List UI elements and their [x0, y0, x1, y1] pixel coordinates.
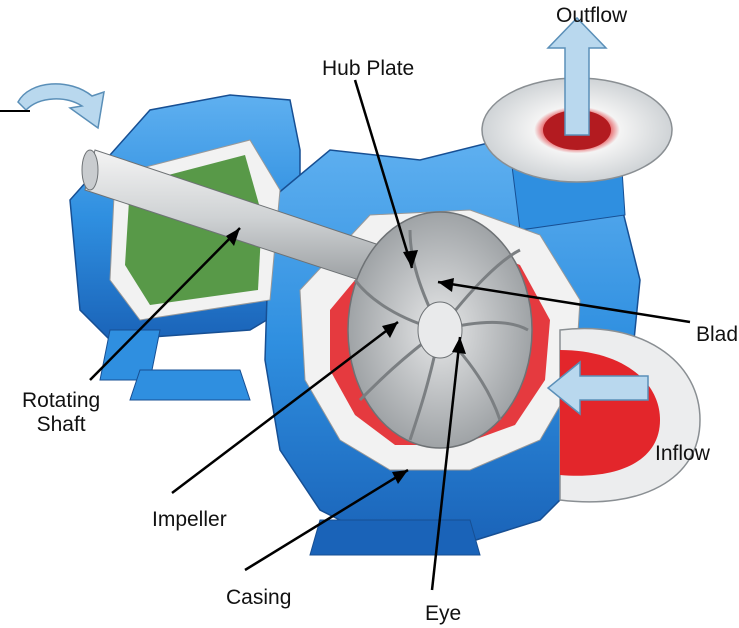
impeller-label: Impeller	[152, 508, 227, 531]
blade-label: Blad	[696, 323, 739, 346]
leader-impeller	[171, 321, 399, 494]
leader-blade	[437, 280, 691, 324]
impeller	[347, 211, 533, 449]
inflow-arrow-icon	[546, 360, 649, 416]
rotating-shaft-label-line2: Shaft	[36, 413, 86, 437]
leader-rotating-shaft	[89, 227, 241, 381]
casing-label: Casing	[226, 586, 292, 609]
leader-arrowheads	[226, 228, 466, 484]
rotating-shaft-label: Rotating Shaft	[22, 389, 100, 437]
rotating-shaft-label-line1: Rotating	[22, 389, 101, 412]
inflow-label: Inflow	[655, 442, 710, 465]
leader-hub-plate	[353, 79, 414, 269]
outflow-arrow-icon	[546, 16, 608, 136]
outflow-label: Outflow	[556, 4, 628, 27]
leader-casing	[244, 468, 409, 572]
hub-plate-label: Hub Plate	[322, 57, 415, 80]
leader-lines	[89, 79, 691, 591]
eye-label: Eye	[425, 602, 462, 625]
rotation-arrow-icon	[0, 83, 105, 130]
leader-eye	[430, 336, 462, 591]
suction-flange	[559, 327, 701, 503]
